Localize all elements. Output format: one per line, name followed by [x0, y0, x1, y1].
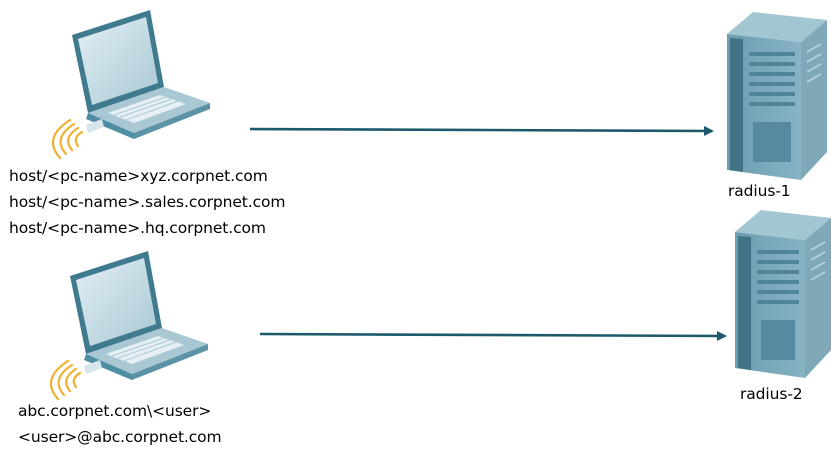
connection-arrow: [259, 330, 727, 341]
client-name-label: abc.corpnet.com\<user>: [18, 402, 212, 420]
server-icon: [727, 12, 827, 180]
client-2-names: abc.corpnet.com\<user> <user>@abc.corpne…: [18, 398, 222, 450]
wireless-signal-icon: [51, 118, 84, 160]
client-name-label: host/<pc-name>.hq.corpnet.com: [9, 219, 266, 237]
laptop-icon: [70, 251, 208, 380]
laptop-icon: [72, 10, 210, 139]
connection-arrow: [249, 125, 714, 136]
server-icon: [735, 210, 831, 378]
server-label: radius-1: [728, 182, 791, 200]
client-1-names: host/<pc-name>xyz.corpnet.com host/<pc-n…: [9, 163, 286, 241]
client-name-label: host/<pc-name>.sales.corpnet.com: [9, 193, 286, 211]
server-label: radius-2: [740, 385, 803, 403]
client-name-label: <user>@abc.corpnet.com: [18, 428, 222, 446]
wireless-signal-icon: [49, 359, 82, 401]
client-name-label: host/<pc-name>xyz.corpnet.com: [9, 167, 268, 185]
